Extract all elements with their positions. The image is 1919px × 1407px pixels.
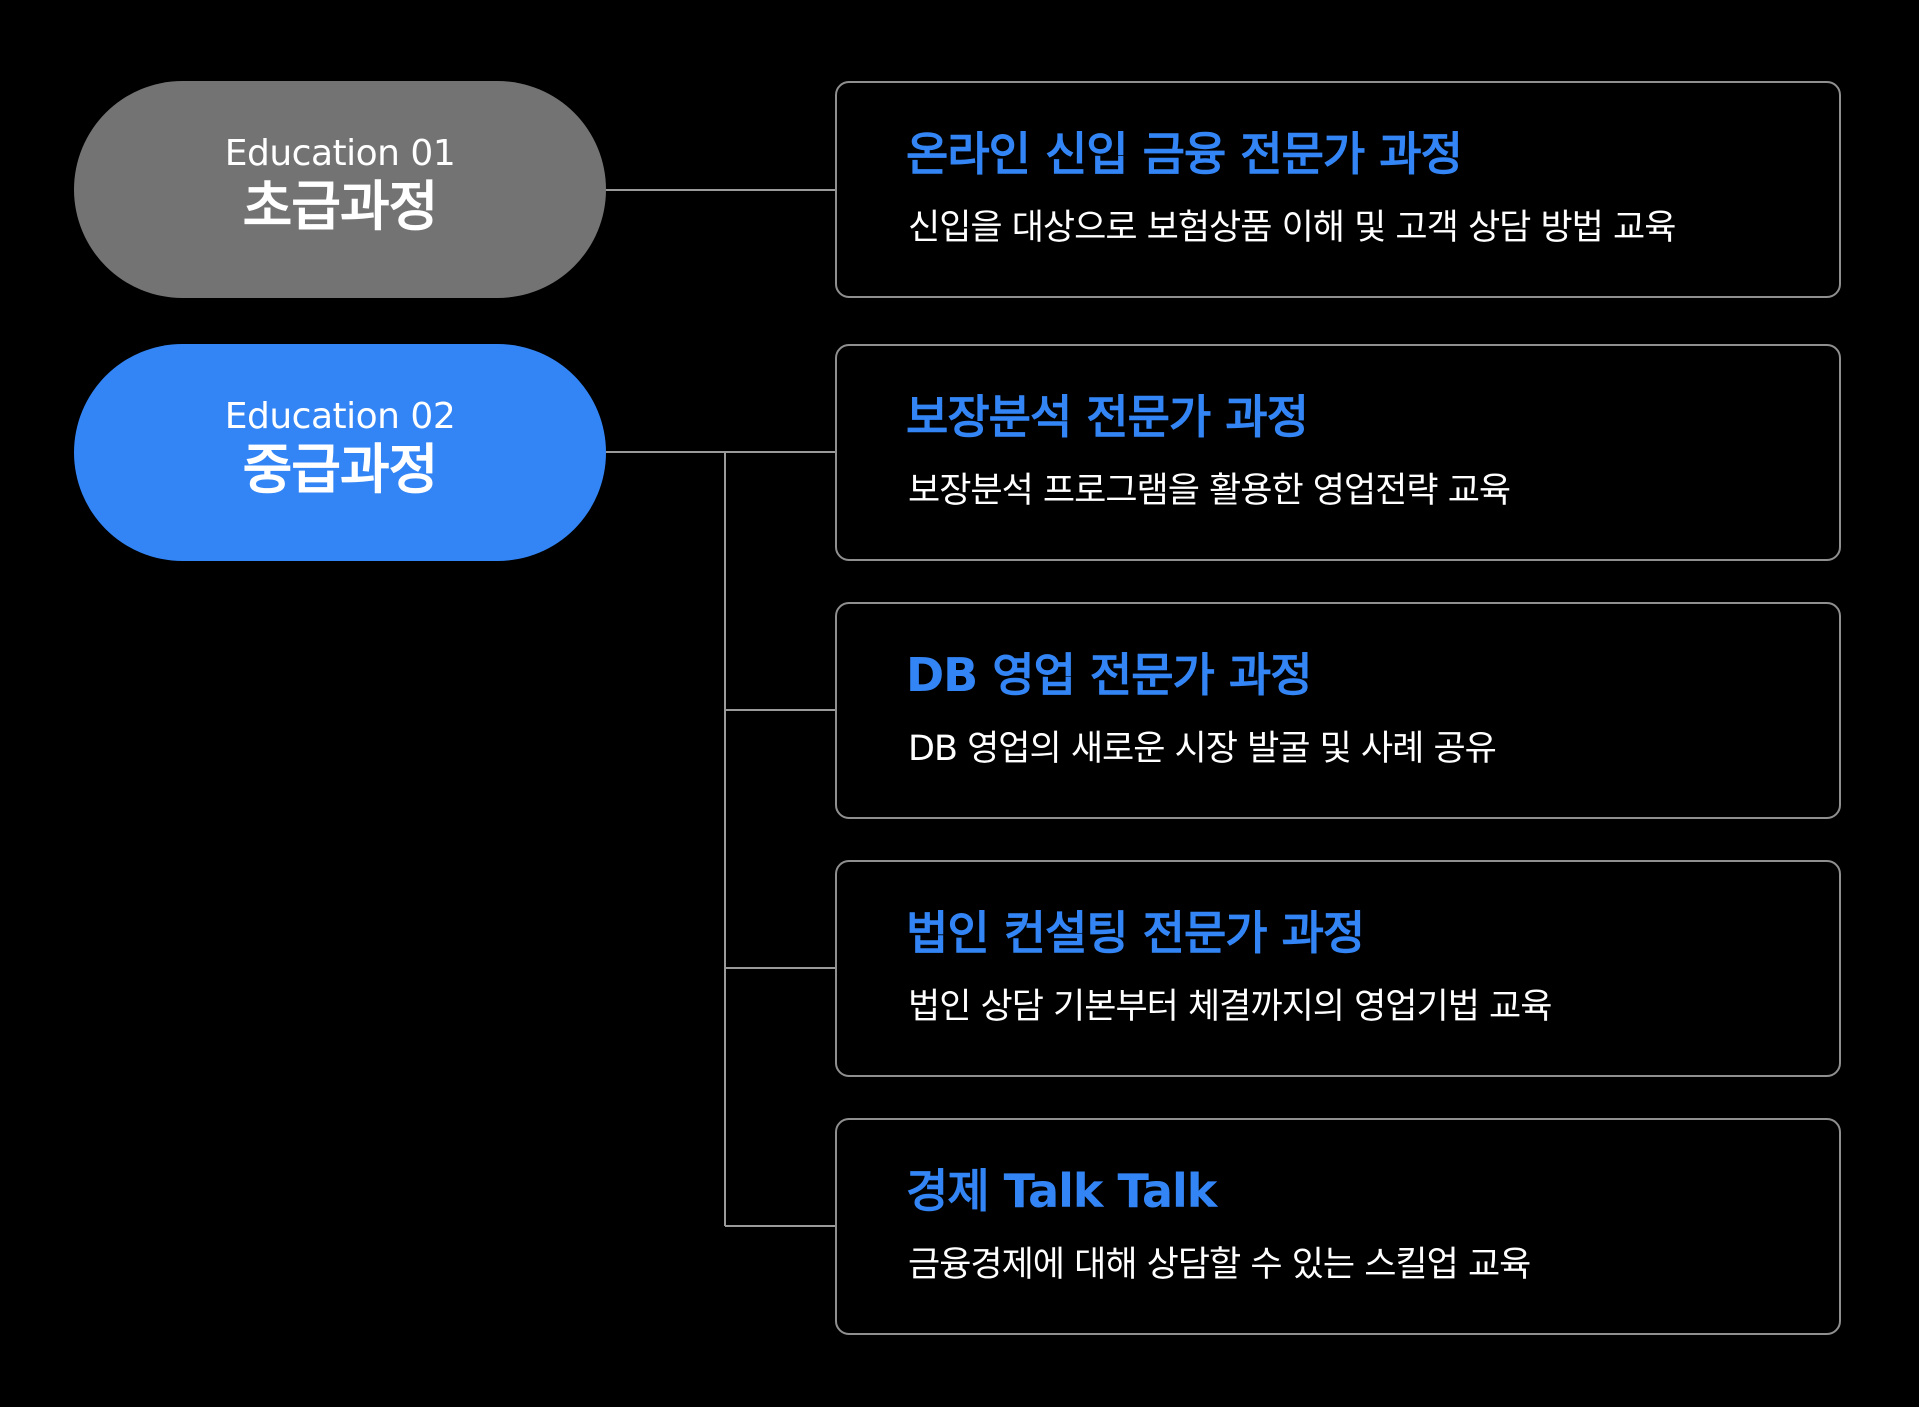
level-title: 초급과정 (242, 174, 439, 238)
course-title: 온라인 신입 금융 전문가 과정 (906, 127, 1463, 181)
level-subtitle: Education 02 (224, 396, 456, 438)
level-pill-beginner: Education 01 초급과정 (74, 81, 606, 298)
course-description: 신입을 대상으로 보험상품 이해 및 고객 상담 방법 교육 (908, 208, 1676, 248)
level-title: 중급과정 (242, 437, 439, 501)
course-card: 보장분석 전문가 과정 보장분석 프로그램을 활용한 영업전략 교육 (835, 344, 1841, 561)
course-description: DB 영업의 새로운 시장 발굴 및 사례 공유 (908, 729, 1497, 769)
course-title: 경제 Talk Talk (906, 1164, 1217, 1218)
course-card: 법인 컨설팅 전문가 과정 법인 상담 기본부터 체결까지의 영업기법 교육 (835, 860, 1841, 1077)
level-subtitle: Education 01 (224, 133, 456, 175)
course-card: 온라인 신입 금융 전문가 과정 신입을 대상으로 보험상품 이해 및 고객 상… (835, 81, 1841, 298)
course-title: 법인 컨설팅 전문가 과정 (906, 906, 1365, 960)
course-title: DB 영업 전문가 과정 (906, 648, 1313, 702)
course-title: 보장분석 전문가 과정 (906, 390, 1309, 444)
course-card: DB 영업 전문가 과정 DB 영업의 새로운 시장 발굴 및 사례 공유 (835, 602, 1841, 819)
course-description: 법인 상담 기본부터 체결까지의 영업기법 교육 (908, 987, 1552, 1027)
course-description: 보장분석 프로그램을 활용한 영업전략 교육 (908, 471, 1511, 511)
level-pill-intermediate: Education 02 중급과정 (74, 344, 606, 561)
course-description: 금융경제에 대해 상담할 수 있는 스킬업 교육 (908, 1245, 1531, 1285)
course-card: 경제 Talk Talk 금융경제에 대해 상담할 수 있는 스킬업 교육 (835, 1118, 1841, 1335)
